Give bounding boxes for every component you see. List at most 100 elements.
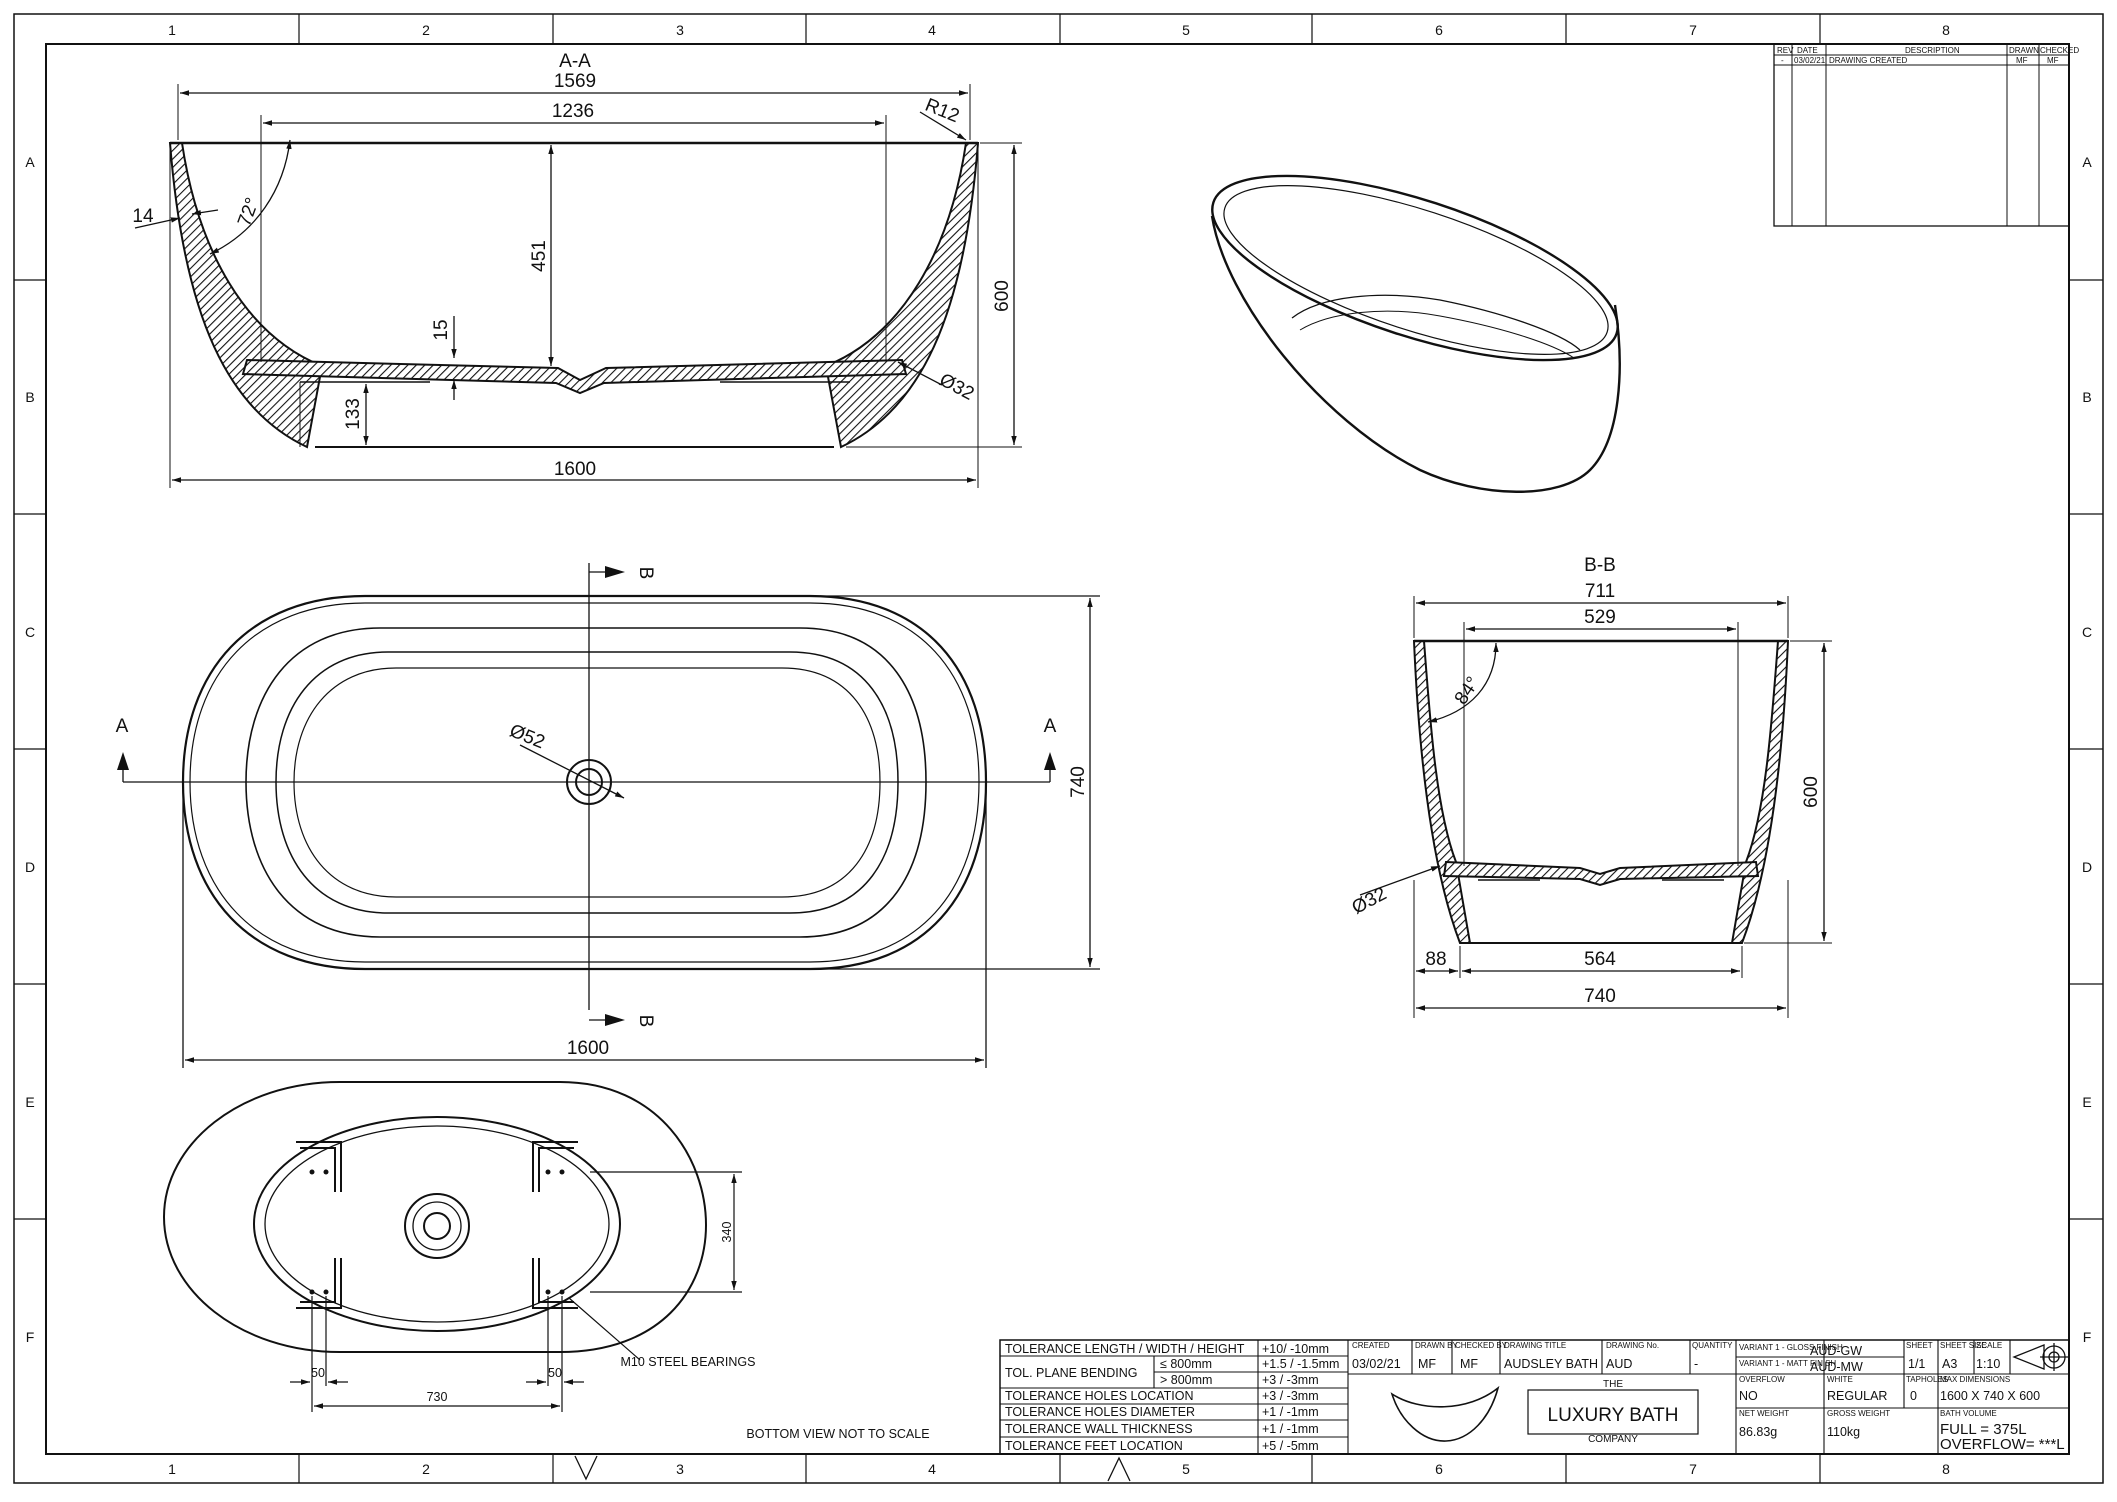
grid-row-label: F [2083,1329,2092,1345]
plan-basin [245,627,927,938]
grid-row-label: B [2082,389,2091,405]
rev-cell-checked: MF [2047,56,2059,65]
grid-col-label: 6 [1435,22,1443,38]
plan-dim-740: 740 [1068,766,1089,798]
bottom-bearing-holes [309,1169,565,1295]
rev-cell-description: DRAWING CREATED [1829,56,1907,65]
bb-floor [1442,860,1760,887]
drawn-label: DRAWN BY [1415,1341,1458,1350]
aa-dimension-lines [134,90,1017,483]
bearing-note: M10 STEEL BEARINGS [621,1355,756,1369]
aa-dim-133: 133 [343,398,364,430]
bottom-drain-mid [412,1201,462,1251]
bottom-dim-730: 730 [427,1390,448,1404]
plan-dim-1600: 1600 [567,1038,609,1059]
grid-col-label: 4 [928,1461,936,1477]
aa-dim-1569: 1569 [554,71,596,92]
overflow-label: OVERFLOW [1739,1375,1785,1384]
rev-header-date: DATE [1797,46,1818,55]
bottom-view: 340 50 50 730 M10 STEEL BEARINGS BOTTOM … [162,1081,930,1441]
bottom-dim-50-left: 50 [311,1366,325,1380]
grid-row-label: B [25,389,34,405]
bb-dimension-lines [1359,600,1827,1011]
title-block-values: 03/02/21 MF MF AUDSLEY BATH AUD - AUD-GW… [1352,1344,2065,1453]
tapholes-label: TAPHOLES [1906,1375,1948,1384]
plan-arrow-a-left [117,752,129,770]
revision-table-cells: REV DATE DESCRIPTION DRAWN CHECKED - 03/… [1777,46,2079,65]
tol-value-holes-loc: +3 / -3mm [1262,1389,1319,1403]
logo-bath-icon [1390,1385,1500,1442]
aa-dim-15: 15 [431,319,452,340]
title-label: DRAWING TITLE [1504,1341,1566,1350]
plan-dimension-texts: A A B B Ø52 740 1600 [116,567,1089,1059]
bottom-dimension-lines [290,1171,742,1412]
title-block: THE LUXURY BATH COMPANY TOLERANCE LENGTH… [999,1339,2070,1455]
grid-col-label: 1 [168,1461,176,1477]
grid-col-label: 5 [1182,1461,1190,1477]
max-dims-label: MAX DIMENSIONS [1940,1375,2010,1384]
tol-value-2: +3 / -3mm [1262,1373,1319,1387]
drawing-title-value: AUDSLEY BATH [1504,1357,1598,1371]
tol-label-holes-loc: TOLERANCE HOLES LOCATION [1005,1389,1193,1403]
aa-dim-1600: 1600 [554,459,596,480]
grid-row-label: E [25,1094,34,1110]
tol-value-holes-dia: +1 / -1mm [1262,1405,1319,1419]
volume-label: BATH VOLUME [1940,1409,1997,1418]
title-block-labels: CREATED DRAWN BY CHECKED BY DRAWING TITL… [1352,1341,2010,1418]
bottom-dim-340: 340 [720,1222,734,1243]
plan-arrow-b-top [605,566,625,578]
logo-main: LUXURY BATH [1548,1405,1679,1426]
rev-header-checked: CHECKED [2040,46,2079,55]
grid-col-label: 2 [422,1461,430,1477]
aa-left-wall [168,142,324,449]
bb-dim-600: 600 [1801,776,1822,808]
grid-col-label: 7 [1689,22,1697,38]
white-label: WHITE [1827,1375,1853,1384]
bottom-dim-50-right: 50 [548,1366,562,1380]
grid-col-label: 8 [1942,22,1950,38]
grid-col-label: 5 [1182,22,1190,38]
scale-note: BOTTOM VIEW NOT TO SCALE [746,1427,929,1441]
tol-value-feet: +5 / -5mm [1262,1439,1319,1453]
centering-mark-bottom [574,1455,598,1481]
variant1-label: VARIANT 1 - GLOSS FINISH [1739,1343,1843,1352]
tol-label-feet: TOLERANCE FEET LOCATION [1005,1439,1183,1453]
grid-row-label: D [25,859,35,875]
gross-weight-label: GROSS WEIGHT [1827,1409,1890,1418]
grid-row-label: C [2082,624,2092,640]
bb-label: B-B [1584,555,1616,576]
created-value: 03/02/21 [1352,1357,1401,1371]
plan-label-a-right: A [1044,716,1057,737]
max-dims-value: 1600 X 740 X 600 [1940,1389,2040,1403]
aa-dim-1236: 1236 [552,101,594,122]
quantity-label: QUANTITY [1692,1341,1733,1350]
plan-label-b-top: B [635,567,656,580]
variant2-label: VARIANT 1 - MATT FINISH [1739,1359,1836,1368]
tol-label-plane: TOL. PLANE BENDING [1005,1366,1137,1380]
aa-dimension-texts: A-A 1569 1236 R12 14 72° 451 15 600 133 … [132,51,1013,480]
plan-floor-edge [275,651,899,914]
checked-label: CHECKED BY [1455,1341,1508,1350]
quantity-value: - [1694,1357,1698,1371]
plan-view: A A B B Ø52 740 1600 [116,563,1100,1068]
aa-dim-600: 600 [992,280,1013,312]
net-weight-label: NET WEIGHT [1739,1409,1789,1418]
grid-row-label: A [25,154,35,170]
scale-label: SCALE [1976,1341,2002,1350]
tol-cond-2: > 800mm [1160,1373,1212,1387]
sheet-frame [13,13,2104,1484]
grid-col-label: 1 [168,22,176,38]
volume-full-value: FULL = 375L [1940,1421,2027,1438]
grid-col-label: 6 [1435,1461,1443,1477]
gross-weight-value: 110kg [1827,1425,1860,1439]
sheet-label: SHEET [1906,1341,1933,1350]
company-logo: THE LUXURY BATH COMPANY [1390,1379,1699,1445]
created-label: CREATED [1352,1341,1390,1350]
plan-floor-inner [293,667,881,898]
grid-col-label: 7 [1689,1461,1697,1477]
aa-dim-14: 14 [132,206,154,227]
rev-cell-rev: - [1781,56,1784,65]
tol-value-lwh: +10/ -10mm [1262,1342,1329,1356]
